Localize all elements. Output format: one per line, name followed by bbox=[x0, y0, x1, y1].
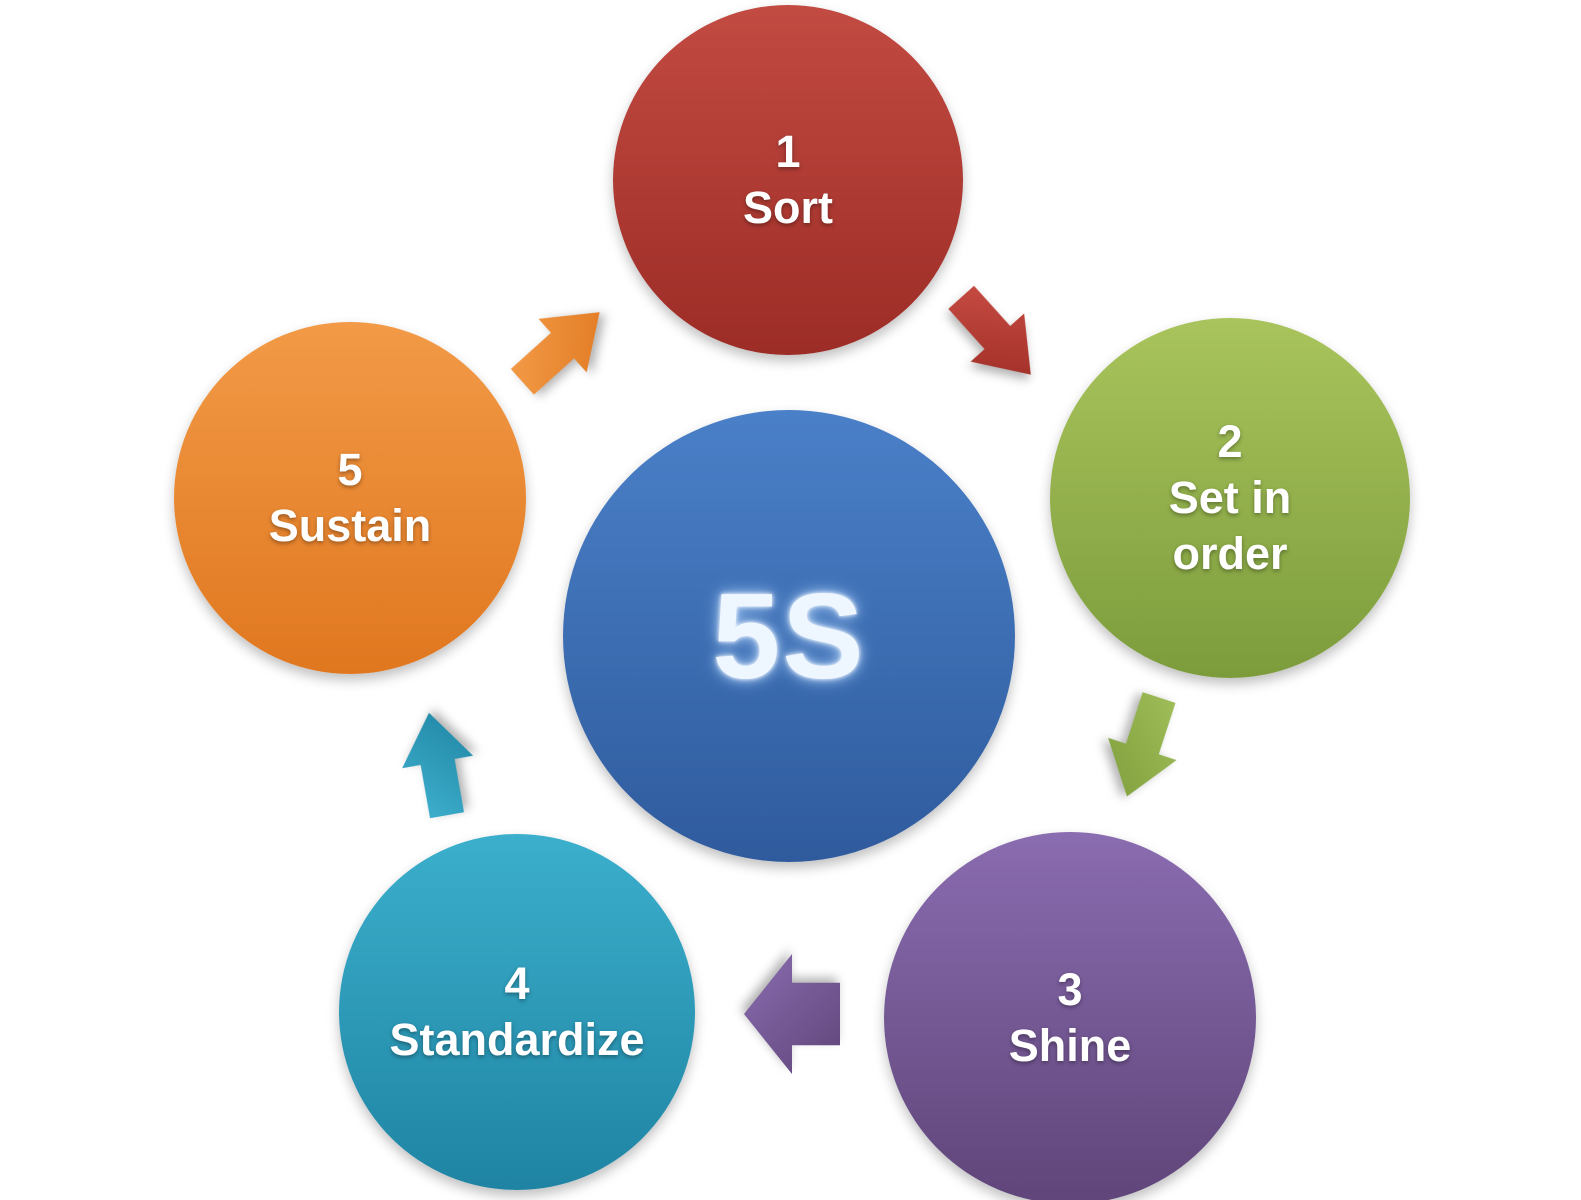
step-number: 3 bbox=[1057, 964, 1083, 1015]
step-number: 1 bbox=[775, 126, 801, 177]
arrow-shine-to-standardize-icon bbox=[744, 954, 840, 1074]
step-label: Set in order bbox=[1168, 472, 1292, 579]
step-number: 2 bbox=[1217, 416, 1243, 467]
step-circle-sustain: 5 Sustain bbox=[174, 322, 526, 674]
step-label: Standardize bbox=[389, 1014, 645, 1065]
arrow-sustain-to-sort-icon bbox=[498, 285, 623, 408]
step-circle-set-in-order: 2 Set in order bbox=[1050, 318, 1410, 678]
step-number: 5 bbox=[337, 444, 363, 495]
step-circle-shine: 3 Shine bbox=[884, 832, 1256, 1200]
step-text-standardize: 4 Standardize bbox=[389, 956, 644, 1068]
center-label-5s: 5S bbox=[712, 568, 866, 704]
step-circle-sort: 1 Sort bbox=[613, 5, 963, 355]
center-circle-5s: 5S bbox=[563, 410, 1015, 862]
step-circle-standardize: 4 Standardize bbox=[339, 834, 695, 1190]
arrow-standardize-to-sustain-icon bbox=[394, 707, 483, 822]
step-label: Sort bbox=[743, 182, 833, 233]
step-text-shine: 3 Shine bbox=[1009, 962, 1132, 1074]
step-label: Sustain bbox=[268, 500, 432, 551]
step-text-sort: 1 Sort bbox=[743, 124, 833, 236]
step-text-sustain: 5 Sustain bbox=[269, 442, 432, 554]
step-label: Shine bbox=[1008, 1020, 1132, 1071]
arrow-sort-to-set-in-order-icon bbox=[934, 273, 1057, 398]
step-text-set-in-order: 2 Set in order bbox=[1143, 414, 1318, 582]
step-number: 4 bbox=[504, 958, 530, 1009]
arrow-set-in-order-to-shine-icon bbox=[1093, 686, 1194, 807]
